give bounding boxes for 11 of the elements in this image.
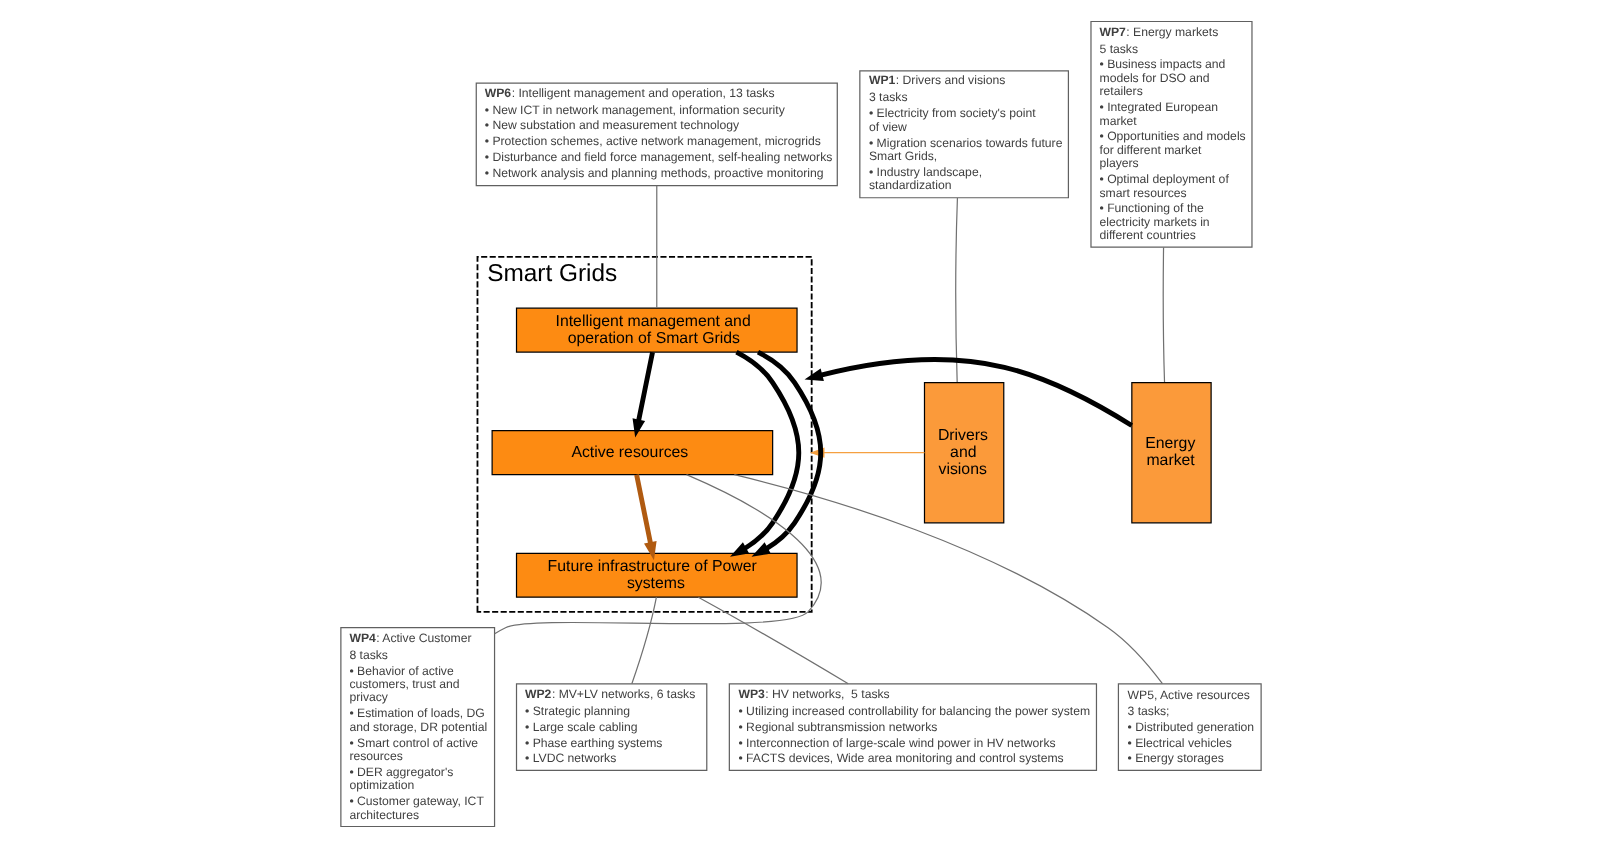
connector bbox=[696, 596, 848, 685]
arrow bbox=[803, 357, 1132, 428]
connector bbox=[1161, 246, 1165, 383]
connector bbox=[630, 596, 656, 685]
connector bbox=[732, 474, 1163, 685]
connector bbox=[655, 185, 657, 309]
connector bbox=[493, 474, 821, 635]
connector bbox=[954, 197, 958, 383]
arrow bbox=[631, 351, 654, 438]
arrow bbox=[729, 349, 801, 557]
arrow bbox=[633, 474, 656, 561]
